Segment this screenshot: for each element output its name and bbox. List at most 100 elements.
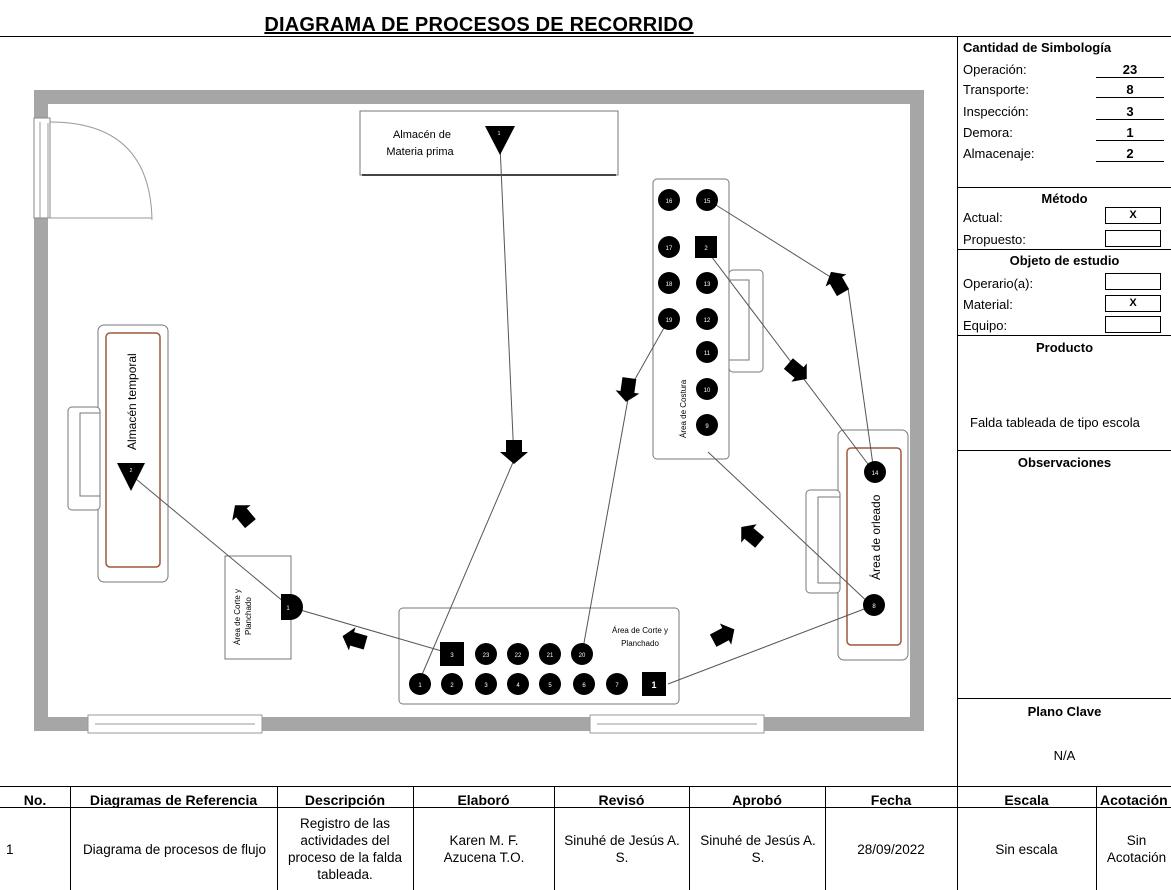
header-escala: Escala [1004, 792, 1049, 808]
cell-acotacion: Sin Acotación [1106, 833, 1167, 865]
divider-metodo [958, 187, 1171, 188]
row-value-demora: 1 [1096, 125, 1164, 141]
label-almacen-1: Almacén de [393, 129, 451, 141]
svg-text:7: 7 [615, 683, 619, 689]
svg-text:17: 17 [666, 246, 673, 252]
svg-text:5: 5 [548, 683, 552, 689]
sidebar-divider [957, 36, 958, 890]
svg-text:18: 18 [666, 282, 673, 288]
cantidad-title: Cantidad de Simbología [963, 40, 1112, 55]
flow-lines [129, 144, 875, 685]
col-sep-3 [413, 786, 414, 890]
svg-text:8: 8 [872, 604, 876, 610]
row-value-inspeccion: 3 [1096, 104, 1164, 120]
svg-text:21: 21 [547, 653, 554, 659]
header-no: No. [23, 792, 47, 808]
transport-arrows [232, 271, 850, 651]
header-reviso: Revisó [598, 792, 645, 808]
svg-text:9: 9 [705, 424, 709, 430]
svg-text:13: 13 [704, 282, 711, 288]
svg-text:1: 1 [651, 680, 656, 690]
divider-producto [958, 335, 1171, 336]
header-aprobo: Aprobó [732, 792, 782, 808]
col-sep-8 [1096, 786, 1097, 890]
objeto-title: Objeto de estudio [1009, 253, 1120, 268]
divider-plano [958, 698, 1171, 699]
floor-plan: 1 2 3 4 5 6 7 1 3 23 22 21 20 16 15 17 2… [33, 90, 924, 734]
metodo-title: Método [1041, 191, 1088, 206]
cell-aprobo: Sinuhé de Jesús A. S. [700, 833, 816, 865]
svg-text:6: 6 [582, 683, 586, 689]
header-elaboro: Elaboró [457, 792, 510, 808]
ops-costura: 16 15 17 2 18 13 19 12 11 10 9 [658, 189, 718, 436]
propuesto-value [1105, 230, 1161, 247]
row-label-almacenaje: Almacenaje: [963, 146, 1035, 161]
row-label-transporte: Transporte: [963, 82, 1029, 97]
header-acotacion: Acotación [1100, 792, 1168, 808]
door-opening [33, 117, 51, 219]
svg-text:4: 4 [516, 683, 520, 689]
label-corte-bottom-1: Área de Corte y [612, 626, 668, 635]
diagram-title: DIAGRAMA DE PROCESOS DE RECORRIDO [264, 14, 694, 36]
col-sep-4 [554, 786, 555, 890]
operario-value [1105, 273, 1161, 290]
svg-text:2: 2 [450, 683, 454, 689]
cell-no: 1 [6, 841, 14, 857]
svg-text:12: 12 [704, 318, 711, 324]
svg-text:1: 1 [498, 131, 501, 137]
svg-text:16: 16 [666, 199, 673, 205]
row-label-operacion: Operación: [963, 62, 1027, 77]
cell-diagramas: Diagrama de procesos de flujo [82, 841, 267, 857]
divider-objeto [958, 249, 1171, 250]
material-label: Material: [963, 297, 1013, 312]
svg-text:2: 2 [130, 468, 133, 474]
label-corte-left-1: Área de Corte y [233, 589, 242, 645]
table-header-line [0, 807, 1171, 808]
header-fecha: Fecha [870, 792, 912, 808]
header-descripcion: Descripción [304, 792, 386, 808]
svg-text:2: 2 [704, 246, 708, 252]
svg-text:3: 3 [450, 653, 454, 659]
label-costura: Área de Costura [679, 379, 688, 438]
corte-left-box [224, 555, 292, 660]
cell-descripcion: Registro de las actividades del proceso … [287, 816, 403, 882]
cell-reviso: Sinuhé de Jesús A. S. [564, 833, 680, 865]
storage-2 [117, 463, 145, 491]
door-swing [49, 121, 153, 221]
actual-label: Actual: [963, 210, 1003, 225]
op-8 [863, 594, 885, 616]
equipo-label: Equipo: [963, 318, 1008, 333]
svg-text:3: 3 [484, 683, 488, 689]
label-orleado: Área de orleado [868, 494, 883, 580]
col-sep-5 [689, 786, 690, 890]
row-label-demora: Demora: [963, 125, 1013, 140]
divider-observaciones [958, 450, 1171, 451]
row-value-operacion: 23 [1096, 62, 1164, 78]
svg-text:1: 1 [286, 606, 290, 612]
almacen-materia-box [359, 110, 619, 176]
storage-1 [485, 126, 515, 155]
inspection-1 [281, 594, 303, 620]
col-sep-1 [70, 786, 71, 890]
svg-text:20: 20 [579, 653, 586, 659]
svg-text:10: 10 [704, 388, 711, 394]
plano-value: N/A [1053, 748, 1076, 763]
col-sep-6 [825, 786, 826, 890]
observaciones-title: Observaciones [1017, 455, 1112, 470]
actual-value: X [1105, 207, 1161, 224]
row-value-transporte: 8 [1096, 82, 1164, 98]
plano-title: Plano Clave [1027, 704, 1102, 719]
svg-text:14: 14 [872, 471, 879, 477]
title-divider [0, 36, 1171, 37]
label-corte-left-2: Planchado [244, 597, 253, 635]
svg-text:15: 15 [704, 199, 711, 205]
producto-title: Producto [1035, 340, 1094, 355]
operario-label: Operario(a): [963, 276, 1034, 291]
svg-text:11: 11 [704, 351, 711, 357]
cell-fecha: 28/09/2022 [857, 841, 925, 857]
label-almacen-2: Materia prima [386, 146, 454, 158]
ops-bottom-row: 1 2 3 4 5 6 7 1 [409, 672, 666, 696]
svg-text:22: 22 [515, 653, 522, 659]
svg-text:23: 23 [483, 653, 490, 659]
row-value-almacenaje: 2 [1096, 146, 1164, 162]
